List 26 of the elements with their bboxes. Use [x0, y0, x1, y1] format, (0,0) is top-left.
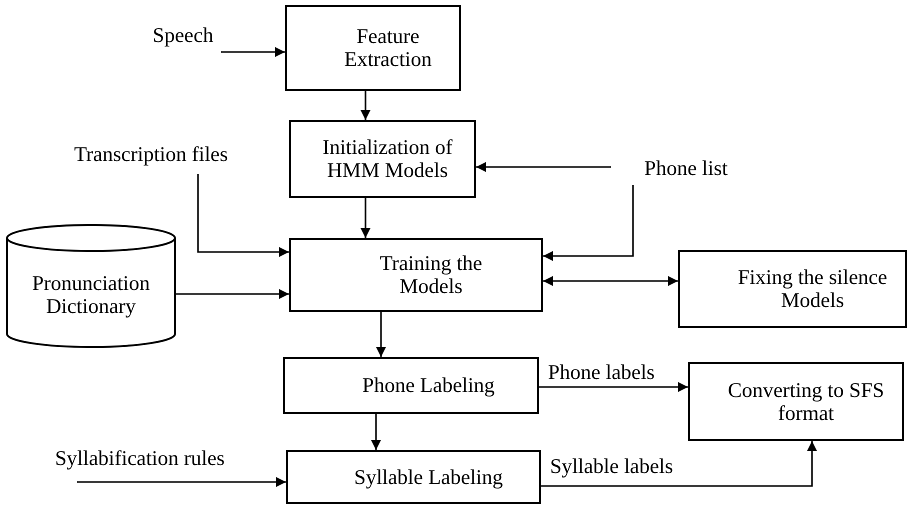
arrow [360, 91, 370, 120]
process-box: Feature Extraction [285, 5, 461, 91]
process-box: Fixing the silence Models [678, 250, 907, 328]
process-box: Initialization of HMM Models [289, 120, 476, 198]
arrow [543, 185, 634, 261]
database-cylinder: Pronunciation Dictionary [6, 224, 176, 348]
input-label: Speech [143, 20, 223, 50]
arrow [539, 382, 688, 392]
arrow [543, 276, 678, 286]
arrow [376, 312, 386, 357]
process-box: Phone Labeling [283, 357, 539, 414]
arrow [371, 414, 381, 450]
input-label: Phone list [633, 154, 739, 182]
process-box: Syllable Labeling [286, 450, 541, 504]
arrow [360, 198, 370, 238]
arrow [176, 289, 289, 299]
arrow [77, 477, 286, 487]
arrow [476, 162, 611, 172]
arrow [221, 47, 285, 57]
process-box: Converting to SFS format [688, 362, 904, 441]
process-box: Training the Models [289, 238, 543, 312]
input-label: Transcription files [56, 140, 246, 168]
edge-label: Syllabification rules [55, 447, 225, 470]
edge-label: Syllable labels [550, 455, 674, 478]
arrow [197, 174, 289, 257]
arrow [541, 441, 817, 487]
